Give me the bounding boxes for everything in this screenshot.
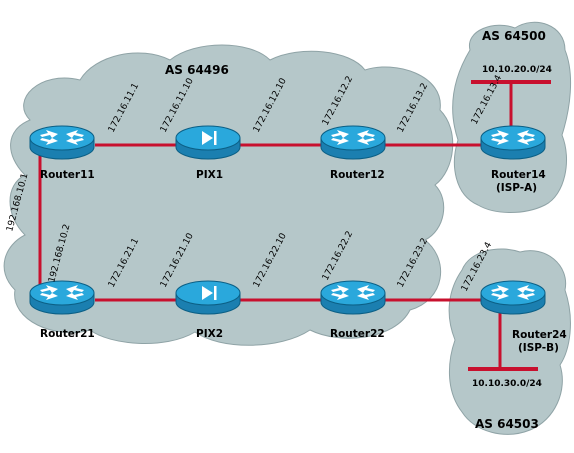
links — [38, 80, 551, 371]
router24-role-label: (ISP-B) — [518, 342, 559, 354]
router11-label: Router11 — [40, 169, 95, 181]
router24-icon — [480, 280, 546, 315]
as-64496-cloud — [3, 44, 454, 346]
pix1-label: PIX1 — [196, 169, 223, 181]
router22-icon — [320, 280, 386, 315]
pix2-label: PIX2 — [196, 328, 223, 340]
as-64503-label: AS 64503 — [475, 417, 539, 431]
isp-b-lan-bar — [468, 367, 538, 371]
router11-icon — [29, 125, 95, 160]
router24-label: Router24 — [512, 329, 567, 341]
pix1-icon — [175, 125, 241, 160]
router14-role-label: (ISP-A) — [496, 182, 537, 194]
router12-icon — [320, 125, 386, 160]
as-64496-label: AS 64496 — [165, 63, 229, 77]
router14-icon — [480, 125, 546, 160]
router14-label: Router14 — [491, 169, 546, 181]
isp-a-lan-bar — [471, 80, 551, 84]
isp-b-lan-label: 10.10.30.0/24 — [472, 379, 542, 389]
router21-label: Router21 — [40, 328, 95, 340]
isp-a-lan-label: 10.10.20.0/24 — [482, 65, 552, 75]
router22-label: Router22 — [330, 328, 385, 340]
pix2-icon — [175, 280, 241, 315]
router12-label: Router12 — [330, 169, 385, 181]
as-64500-label: AS 64500 — [482, 29, 546, 43]
router21-icon — [29, 280, 95, 315]
